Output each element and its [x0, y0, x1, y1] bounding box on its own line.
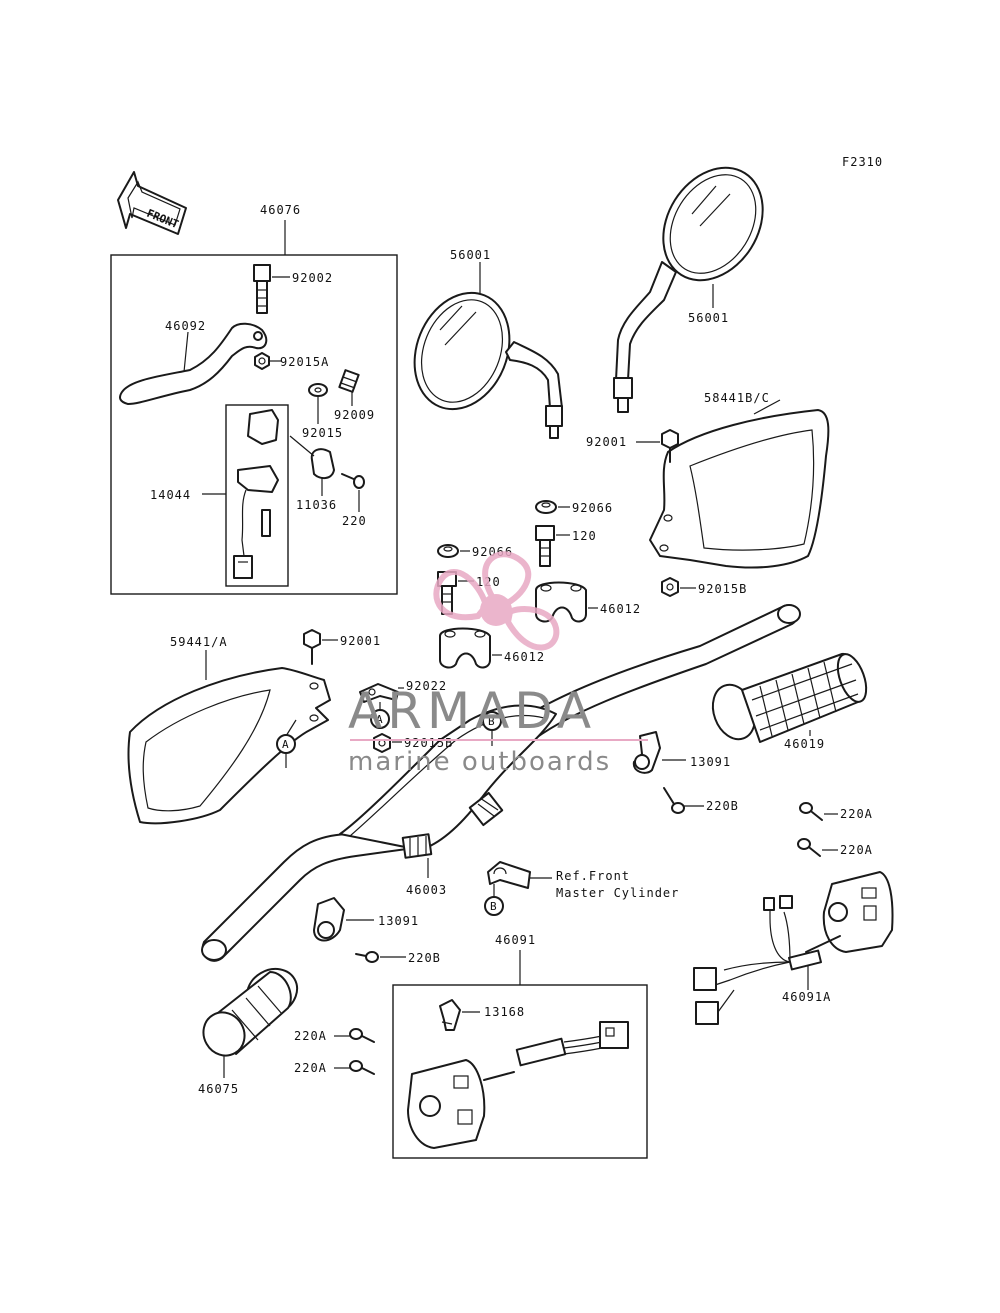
label-46091: 46091 [495, 933, 536, 947]
grip-left-46075 [202, 967, 299, 1057]
bolt-120-a [535, 525, 555, 567]
screw-220b-right [663, 787, 685, 814]
bracket-14044 [233, 409, 279, 579]
label-13091-right: 13091 [690, 755, 731, 769]
label-46091a: 46091A [782, 990, 831, 1004]
label-92001-right: 92001 [586, 435, 627, 449]
marker-b-1: B [482, 711, 502, 731]
screw-220a-left-1 [349, 1028, 375, 1043]
label-46019: 46019 [784, 737, 825, 751]
mirror-right-56001 [613, 166, 764, 413]
label-56001-left: 56001 [450, 248, 491, 262]
label-56001-right: 56001 [688, 311, 729, 325]
watermark-tagline: marine outboards [348, 747, 611, 777]
label-92015b-right: 92015B [698, 582, 747, 596]
washer-92066-a [535, 500, 557, 514]
label-58441bc: 58441B/C [704, 391, 770, 405]
clamp-46012-a [535, 581, 587, 623]
marker-a-1: A [276, 719, 297, 768]
label-92002: 92002 [292, 271, 333, 285]
adjuster-92009 [338, 369, 360, 393]
clamp-11036 [289, 435, 335, 480]
front-arrow-icon: FRONT [117, 171, 187, 235]
bolt-92002 [253, 264, 271, 314]
bolt-92001-right [661, 429, 679, 463]
handlebar-46003 [201, 604, 801, 962]
mirror-left-56001 [413, 291, 563, 439]
screw-220a-right-1 [799, 802, 823, 821]
bracket-92022 [359, 683, 399, 703]
marker-a-2: A [370, 702, 390, 729]
label-220-top: 220 [342, 514, 367, 528]
watermark-brand: ARMADA [348, 682, 596, 740]
ref-front-line1: Ref.Front [556, 869, 630, 883]
label-220a-right-1: 220A [840, 807, 873, 821]
label-46003: 46003 [406, 883, 447, 897]
label-220a-left-2: 220A [294, 1061, 327, 1075]
switch-sub-box [225, 404, 289, 587]
label-59441a: 59441/A [170, 635, 228, 649]
screw-220a-right-2 [797, 838, 821, 857]
nut-92015a [254, 352, 270, 370]
label-120-a: 120 [572, 529, 597, 543]
holder-13091-left [313, 897, 345, 942]
hand-guard-right-58441bc [649, 409, 830, 569]
label-46092: 46092 [165, 319, 206, 333]
label-220a-left-1: 220A [294, 1029, 327, 1043]
label-46012-b: 46012 [504, 650, 545, 664]
marker-a-2-letter: A [376, 713, 383, 726]
label-46075: 46075 [198, 1082, 239, 1096]
label-14044: 14044 [150, 488, 191, 502]
label-92015: 92015 [302, 426, 343, 440]
washer-92015 [308, 383, 328, 397]
hand-guard-left-59441a [127, 667, 331, 825]
propeller-logo [433, 551, 560, 651]
switch-right-46091a [693, 871, 894, 1025]
label-13168: 13168 [484, 1005, 525, 1019]
screw-220 [341, 473, 365, 489]
label-11036: 11036 [296, 498, 337, 512]
clamp-46012-b [439, 627, 491, 669]
screw-220a-left-2 [349, 1060, 375, 1075]
label-46076: 46076 [260, 203, 301, 217]
washer-92066-b [437, 544, 459, 558]
bracket-master-cylinder-ref: B [484, 861, 531, 916]
grip-right-46019 [711, 653, 868, 743]
label-92066-a: 92066 [572, 501, 613, 515]
label-92009: 92009 [334, 408, 375, 422]
label-220b-left: 220B [408, 951, 441, 965]
bolt-92001-left [303, 629, 321, 665]
diagram-code: F2310 [842, 155, 883, 169]
ref-front-line2: Master Cylinder [556, 886, 679, 900]
nut-92015b-right [661, 577, 679, 597]
label-92001-left: 92001 [340, 634, 381, 648]
label-13091-left: 13091 [378, 914, 419, 928]
label-46012-a: 46012 [600, 602, 641, 616]
marker-b-1-letter: B [488, 715, 495, 728]
clip-13168 [439, 999, 461, 1031]
clutch-lever-46092 [119, 322, 268, 405]
holder-13091-right [632, 731, 661, 774]
label-220b-right: 220B [706, 799, 739, 813]
label-220a-right-2: 220A [840, 843, 873, 857]
label-92022: 92022 [406, 679, 447, 693]
marker-b-2-letter: B [490, 900, 497, 913]
label-92015a: 92015A [280, 355, 329, 369]
switch-left-46091 [407, 1021, 629, 1149]
lever-assembly-box [110, 254, 398, 595]
marker-a-1-letter: A [282, 738, 289, 751]
screw-220b-left [355, 951, 379, 963]
